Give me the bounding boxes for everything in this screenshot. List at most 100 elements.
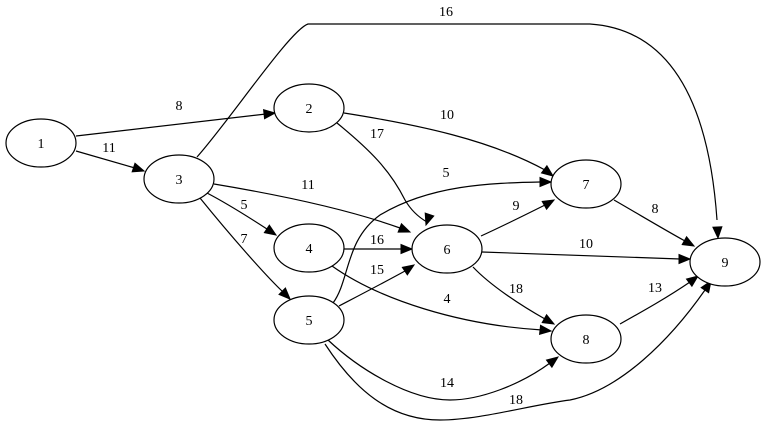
node-label: 7 — [583, 178, 590, 193]
edge-line — [472, 266, 546, 320]
edge-7-to-9: 8 — [613, 199, 696, 247]
arrowhead-icon — [541, 313, 556, 325]
edge-3-to-4: 5 — [206, 192, 278, 236]
arrowhead-icon — [278, 287, 291, 300]
edge-weight-label: 5 — [443, 166, 450, 181]
arrowhead-icon — [712, 226, 723, 240]
edge-weight-label: 11 — [102, 141, 115, 156]
node-9[interactable]: 9 — [689, 237, 761, 287]
edge-line — [480, 204, 546, 237]
edge-3-to-9: 16 — [196, 5, 723, 240]
edge-line — [481, 251, 681, 260]
edge-weight-label: 9 — [513, 199, 520, 214]
edge-line — [206, 192, 268, 230]
edge-3-to-5: 7 — [199, 197, 291, 300]
nodes-layer: 1 2 3 4 5 6 7 8 9 — [5, 83, 761, 364]
edge-line — [327, 339, 551, 401]
arrowhead-icon — [397, 222, 412, 233]
edge-line — [75, 150, 136, 169]
node-label: 3 — [176, 173, 183, 188]
node-shape[interactable] — [550, 314, 622, 364]
edge-weight-label: 16 — [370, 233, 384, 248]
node-label: 6 — [444, 243, 451, 258]
arrowhead-icon — [401, 264, 416, 276]
arrowhead-icon — [541, 199, 556, 211]
edge-weight-label: 4 — [444, 292, 451, 307]
edge-1-to-2: 8 — [75, 99, 277, 137]
node-shape[interactable] — [273, 295, 345, 345]
edge-line — [324, 289, 706, 421]
edge-6-to-8: 18 — [472, 266, 556, 325]
edge-line — [619, 281, 691, 325]
edge-weight-label: 8 — [652, 202, 659, 217]
edge-5-to-6: 15 — [338, 263, 416, 307]
edge-5-to-8: 14 — [327, 339, 560, 401]
node-label: 5 — [306, 314, 313, 329]
arrowhead-icon — [424, 212, 435, 227]
node-shape[interactable] — [5, 118, 77, 168]
edge-weight-label: 14 — [440, 376, 454, 391]
node-4[interactable]: 4 — [273, 223, 345, 273]
edge-5-to-9: 18 — [324, 279, 712, 421]
node-shape[interactable] — [550, 159, 622, 209]
node-label: 8 — [583, 333, 590, 348]
arrowhead-icon — [700, 279, 712, 294]
edge-weight-label: 10 — [440, 108, 454, 123]
node-shape[interactable] — [143, 154, 215, 204]
node-3[interactable]: 3 — [143, 154, 215, 204]
edge-line — [336, 122, 428, 223]
node-shape[interactable] — [273, 223, 345, 273]
edge-6-to-7: 9 — [480, 199, 556, 237]
node-1[interactable]: 1 — [5, 118, 77, 168]
arrowhead-icon — [262, 109, 277, 120]
edge-line — [332, 181, 541, 304]
edge-weight-label: 7 — [241, 232, 248, 247]
arrowhead-icon — [685, 275, 700, 288]
edge-weight-label: 10 — [579, 237, 593, 252]
edge-4-to-6: 16 — [344, 233, 414, 255]
edge-2-to-7: 10 — [343, 108, 555, 177]
edge-weight-label: 13 — [648, 281, 662, 296]
arrowhead-icon — [681, 235, 696, 247]
node-label: 2 — [306, 102, 313, 117]
arrowhead-icon — [131, 162, 146, 173]
edge-line — [196, 23, 718, 221]
node-6[interactable]: 6 — [411, 224, 483, 274]
arrowhead-icon — [400, 243, 414, 255]
edge-line — [331, 265, 543, 331]
edge-weight-label: 15 — [370, 263, 384, 278]
edge-8-to-9: 13 — [619, 275, 700, 325]
node-5[interactable]: 5 — [273, 295, 345, 345]
arrowhead-icon — [263, 224, 278, 236]
edge-line — [213, 183, 401, 229]
node-2[interactable]: 2 — [273, 83, 345, 133]
edge-line — [343, 112, 546, 171]
arrowhead-icon — [678, 253, 692, 265]
arrowhead-icon — [538, 324, 553, 335]
edge-weight-label: 17 — [370, 127, 384, 142]
arrowhead-icon — [539, 176, 553, 188]
edge-weight-label: 18 — [509, 282, 523, 297]
arrowhead-icon — [545, 356, 560, 369]
edge-line — [199, 197, 284, 293]
edge-weight-label: 18 — [509, 393, 523, 408]
edge-1-to-3: 11 — [75, 141, 146, 173]
node-label: 4 — [306, 242, 313, 257]
edge-3-to-6: 11 — [213, 178, 412, 233]
node-shape[interactable] — [689, 237, 761, 287]
node-7[interactable]: 7 — [550, 159, 622, 209]
node-shape[interactable] — [273, 83, 345, 133]
edge-line — [75, 113, 267, 137]
edge-4-to-8: 4 — [331, 265, 553, 335]
node-8[interactable]: 8 — [550, 314, 622, 364]
edge-line — [613, 199, 686, 242]
edge-5-to-7: 5 — [332, 166, 553, 304]
edge-line — [338, 270, 406, 307]
arrowhead-icon — [540, 164, 555, 177]
node-shape[interactable] — [411, 224, 483, 274]
edge-weight-label: 8 — [176, 99, 183, 114]
node-label: 1 — [38, 137, 45, 152]
edge-weight-label: 11 — [301, 178, 314, 193]
